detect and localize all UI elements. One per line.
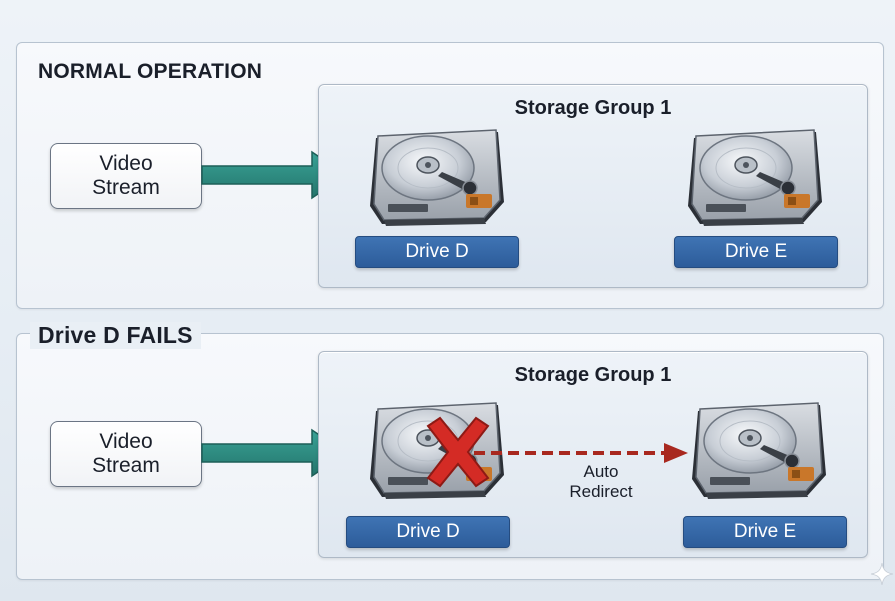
red-x-icon	[426, 416, 490, 488]
drive-d-label: Drive D	[355, 236, 519, 268]
auto-redirect-label: Auto Redirect	[569, 462, 633, 501]
hard-drive-icon	[369, 129, 505, 227]
drive-d-label: Drive D	[346, 516, 510, 548]
storage-group-title: Storage Group 1	[514, 364, 672, 386]
storage-group-title: Storage Group 1	[514, 97, 672, 119]
hard-drive-icon	[691, 402, 827, 500]
normal-operation-title: NORMAL OPERATION	[38, 60, 263, 83]
drive-e-label: Drive E	[683, 516, 847, 548]
drive-e-label: Drive E	[674, 236, 838, 268]
redirect-arrow	[474, 443, 688, 463]
sparkle-icon	[870, 562, 894, 586]
drive-failure-title: Drive D FAILS	[30, 322, 201, 349]
video-stream-source: Video Stream	[50, 143, 202, 209]
video-stream-source: Video Stream	[50, 421, 202, 487]
hard-drive-icon	[687, 129, 823, 227]
